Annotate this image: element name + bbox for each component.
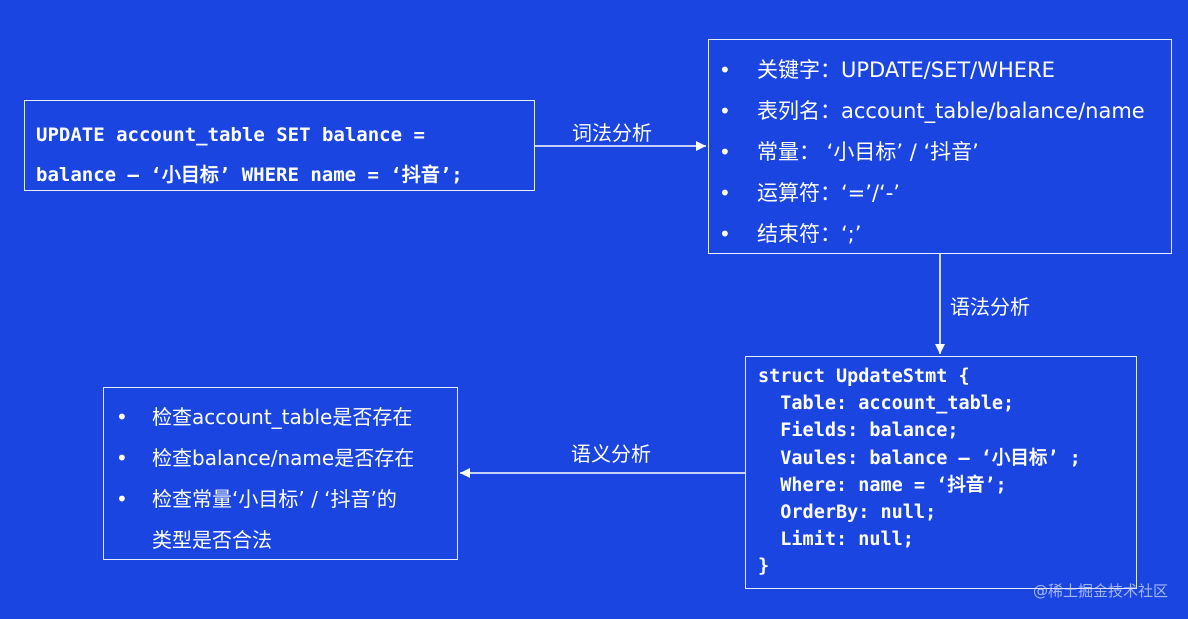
check-list: • 检查account_table是否存在 • 检查balance/name是否… xyxy=(116,397,457,561)
semantic-check-box: • 检查account_table是否存在 • 检查balance/name是否… xyxy=(103,387,458,560)
bullet-icon: • xyxy=(719,99,731,123)
struct-line: Vaules: balance – ‘小目标’ ; xyxy=(758,447,1081,469)
check-item-label: 检查常量‘小目标’ / ‘抖音’的 xyxy=(152,487,397,511)
struct-line: Limit: null; xyxy=(758,529,914,551)
struct-line: Table: account_table; xyxy=(758,393,1015,415)
token-item-operators: • 运算符：‘=’/‘-’ xyxy=(719,173,1171,214)
watermark: @稀土掘金技术社区 xyxy=(1032,582,1168,600)
token-item-label: 表列名：account_table/balance/name xyxy=(757,99,1145,123)
check-item-label: 检查account_table是否存在 xyxy=(152,405,413,429)
token-item-identifiers: • 表列名：account_table/balance/name xyxy=(719,91,1171,132)
bullet-icon: • xyxy=(719,181,731,205)
check-item-table: • 检查account_table是否存在 xyxy=(116,397,457,438)
bullet-icon: • xyxy=(116,487,128,511)
token-list: • 关键字：UPDATE/SET/WHERE • 表列名：account_tab… xyxy=(719,50,1171,255)
struct-line: OrderBy: null; xyxy=(758,501,937,523)
semantic-analysis-label: 语义分析 xyxy=(571,442,651,466)
token-item-terminator: • 结束符：‘;’ xyxy=(719,214,1171,255)
bullet-icon: • xyxy=(116,446,128,470)
struct-line: Fields: balance; xyxy=(758,420,959,442)
struct-line: Where: name = ‘抖音’; xyxy=(758,474,1007,496)
lexical-analysis-label: 词法分析 xyxy=(572,121,652,145)
sql-line-1: UPDATE account_table SET balance = xyxy=(36,124,425,146)
struct-line: } xyxy=(758,556,770,578)
token-item-label: 关键字：UPDATE/SET/WHERE xyxy=(757,58,1055,82)
bullet-icon: • xyxy=(116,405,128,429)
sql-line-2: balance – ‘小目标’ WHERE name = ‘抖音’; xyxy=(36,164,463,186)
struct-line: struct UpdateStmt { xyxy=(758,366,970,387)
check-item-columns: • 检查balance/name是否存在 xyxy=(116,438,457,479)
token-item-constants: • 常量： ‘小目标’ / ‘抖音’ xyxy=(719,132,1171,173)
check-item-label: 类型是否合法 xyxy=(152,528,272,552)
token-item-label: 结束符：‘;’ xyxy=(757,222,862,246)
check-item-constants: • 检查常量‘小目标’ / ‘抖音’的 xyxy=(116,479,457,520)
token-item-label: 常量： ‘小目标’ / ‘抖音’ xyxy=(757,140,979,164)
token-item-label: 运算符：‘=’/‘-’ xyxy=(757,181,900,205)
check-item-label: 检查balance/name是否存在 xyxy=(152,446,415,470)
token-item-keywords: • 关键字：UPDATE/SET/WHERE xyxy=(719,50,1171,91)
sql-statement-box: UPDATE account_table SET balance = balan… xyxy=(24,100,535,191)
bullet-icon: • xyxy=(719,222,731,246)
syntax-analysis-label: 语法分析 xyxy=(950,295,1030,319)
bullet-icon: • xyxy=(719,140,731,164)
bullet-icon: • xyxy=(719,58,731,82)
check-item-continuation: 类型是否合法 xyxy=(116,520,457,561)
update-struct-box: struct UpdateStmt { Table: account_table… xyxy=(745,356,1137,589)
token-list-box: • 关键字：UPDATE/SET/WHERE • 表列名：account_tab… xyxy=(708,39,1172,254)
